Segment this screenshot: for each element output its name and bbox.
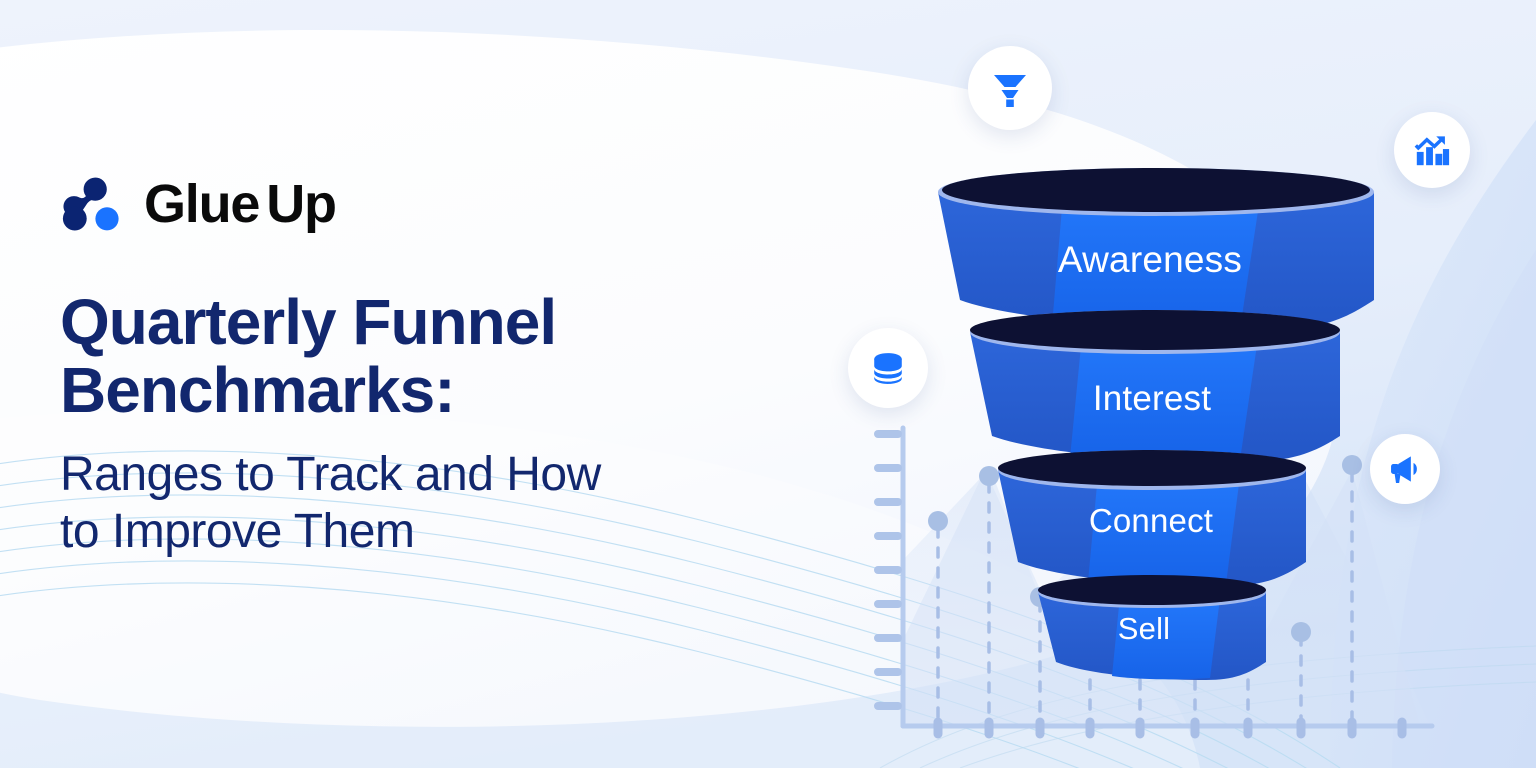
funnel-stage-interest: [970, 310, 1340, 462]
subhead-line-1: Ranges to Track and How: [60, 447, 601, 501]
page-subtitle: Ranges to Track and How to Improve Them: [60, 447, 780, 560]
funnel-stage-connect: [998, 450, 1306, 586]
badge-bar-chart[interactable]: [1394, 112, 1470, 188]
megaphone-icon: [1391, 456, 1417, 483]
glueup-logo-mark: [62, 177, 119, 231]
bar-chart-icon: [1414, 136, 1450, 166]
funnel-icon: [994, 75, 1026, 107]
brand-name-part1: Glue: [144, 174, 260, 234]
page-title: Quarterly Funnel Benchmarks:: [60, 288, 780, 425]
funnel-svg: [938, 168, 1374, 680]
funnel-stage-sell: [1038, 575, 1266, 680]
database-icon: [874, 353, 902, 384]
funnel-stage-awareness: [938, 168, 1374, 330]
brand-name-part2: Up: [266, 174, 337, 234]
badge-database[interactable]: [848, 328, 928, 408]
headline-line-1: Quarterly Funnel: [60, 286, 557, 358]
headline-line-2: Benchmarks:: [60, 354, 456, 427]
badge-funnel[interactable]: [968, 46, 1052, 130]
subhead-line-2: to Improve Them: [60, 504, 415, 558]
badge-megaphone[interactable]: [1370, 434, 1440, 504]
